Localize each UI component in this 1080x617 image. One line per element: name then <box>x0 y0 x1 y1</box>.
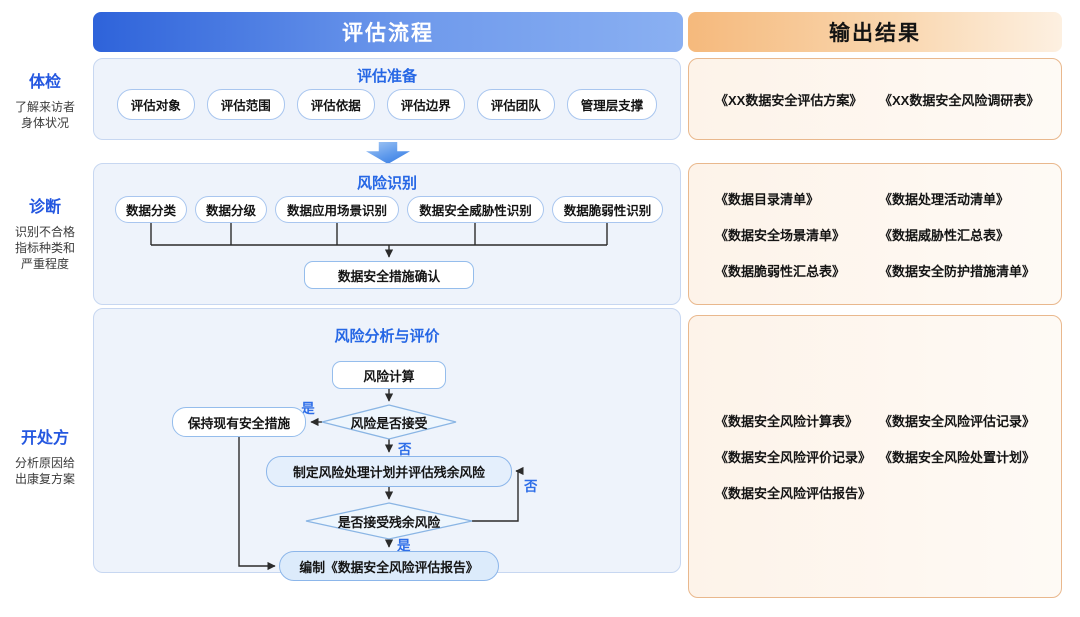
phase-desc: 了解来访者 身体状况 <box>0 99 90 131</box>
process-header-title: 评估流程 <box>342 22 434 45</box>
label-yes-1: 是 <box>301 401 315 416</box>
phase-desc-line: 严重程度 <box>20 257 69 272</box>
decision-diamond-accept-risk <box>321 404 457 440</box>
phase-desc-line: 出康复方案 <box>14 472 75 487</box>
pill-data-classification: 数据分类 <box>115 196 187 223</box>
output-doc: 《XX数据安全评估方案》 <box>715 92 863 108</box>
label-no-1: 否 <box>397 442 412 457</box>
section-title: 风险分析与评价 <box>334 328 440 345</box>
risk-treatment-plan-box: 制定风险处理计划并评估残余风险 <box>266 456 512 487</box>
phase-desc-line: 分析原因给 <box>14 456 75 470</box>
decision-accept-risk-label: 风险是否接受 <box>350 415 428 431</box>
output-doc: 《数据威胁性汇总表》 <box>879 227 1010 243</box>
label-yes-2: 是 <box>397 538 411 553</box>
pill-assess-object: 评估对象 <box>116 89 195 120</box>
output-doc: 《数据安全风险评价记录》 <box>715 450 872 465</box>
phase-desc-line: 了解来访者 <box>14 100 75 114</box>
pill-assess-boundary: 评估边界 <box>386 89 465 120</box>
output-box-stage2: 《数据目录清单》 《数据处理活动清单》 《数据安全场景清单》 《数据威胁性汇总表… <box>688 163 1062 305</box>
section-risk-identification: 风险识别 数据分类 数据分级 数据应用场景识别 数据安全威胁性识别 数据脆弱性识… <box>93 163 681 305</box>
pill-assess-team: 评估团队 <box>476 89 555 120</box>
phase-prescription: 开处方 分析原因给 出康复方案 <box>0 424 90 487</box>
output-doc: 《数据安全风险评估报告》 <box>715 486 872 501</box>
phase-desc-line: 身体状况 <box>20 116 69 131</box>
decision-diamond-accept-residual <box>305 502 473 540</box>
pill-vulnerability-identification: 数据脆弱性识别 <box>552 196 663 223</box>
process-header-banner: 评估流程 <box>93 12 683 52</box>
phase-title: 诊断 <box>28 199 61 216</box>
risk-calculation-box: 风险计算 <box>332 361 446 389</box>
pill-threat-identification: 数据安全威胁性识别 <box>407 196 544 223</box>
pill-data-grading: 数据分级 <box>195 196 267 223</box>
output-doc: 《数据安全风险处置计划》 <box>879 450 1036 465</box>
phase-diagnosis: 诊断 识别不合格 指标种类和 严重程度 <box>0 193 90 273</box>
phase-title: 开处方 <box>20 430 69 447</box>
output-doc: 《数据脆弱性汇总表》 <box>715 263 846 279</box>
pill-assess-scope: 评估范围 <box>206 89 285 120</box>
pill-assess-basis: 评估依据 <box>296 89 375 120</box>
analysis-connectors: 是 否 否 是 <box>238 389 538 571</box>
keep-measures-box: 保持现有安全措施 <box>172 407 306 437</box>
preparation-pills: 评估对象 评估范围 评估依据 评估边界 评估团队 管理层支撑 <box>94 89 680 120</box>
output-doc: 《数据安全场景清单》 <box>715 227 846 243</box>
identification-connectors <box>150 223 608 258</box>
output-doc: 《数据安全防护措施清单》 <box>879 263 1036 279</box>
phase-checkup: 体检 了解来访者 身体状况 <box>0 68 90 131</box>
compile-report-box: 编制《数据安全风险评估报告》 <box>279 551 499 581</box>
phase-desc-line: 识别不合格 <box>14 225 75 239</box>
down-arrow-icon <box>366 142 410 164</box>
output-doc: 《数据处理活动清单》 <box>879 191 1010 207</box>
section-preparation: 评估准备 评估对象 评估范围 评估依据 评估边界 评估团队 管理层支撑 <box>93 58 681 140</box>
pill-management-support: 管理层支撑 <box>566 89 658 120</box>
phase-desc: 分析原因给 出康复方案 <box>0 455 90 487</box>
section-title: 风险识别 <box>356 175 417 192</box>
output-doc: 《数据安全风险评估记录》 <box>879 414 1036 429</box>
section-risk-analysis: 是 否 否 是 风险分析与评价 风险计算 保持现有安全措施 风险是否接受 制定风… <box>93 308 681 581</box>
process-column: 评估流程 评估准备 评估对象 评估范围 评估依据 评估边界 评估团队 管理层支撑 <box>93 0 683 617</box>
phase-desc-line: 指标种类和 <box>14 241 75 256</box>
output-doc: 《XX数据安全风险调研表》 <box>879 92 1040 108</box>
output-box-stage3: 《数据安全风险计算表》 《数据安全风险评估记录》 《数据安全风险评价记录》 《数… <box>688 315 1062 598</box>
phase-title: 体检 <box>28 74 61 91</box>
output-column: 输出结果 《XX数据安全评估方案》 《XX数据安全风险调研表》 《数据目录清单》… <box>688 0 1062 617</box>
output-header-banner: 输出结果 <box>688 12 1062 52</box>
output-box-stage1: 《XX数据安全评估方案》 《XX数据安全风险调研表》 <box>688 58 1062 140</box>
section-title: 评估准备 <box>356 68 417 85</box>
output-doc: 《数据安全风险计算表》 <box>715 414 859 429</box>
phase-desc: 识别不合格 指标种类和 严重程度 <box>0 224 90 273</box>
decision-accept-residual-label: 是否接受残余风险 <box>337 514 441 530</box>
label-no-2: 否 <box>523 479 538 494</box>
confirm-measures-box: 数据安全措施确认 <box>304 261 474 289</box>
pill-scenario-identification: 数据应用场景识别 <box>275 196 399 223</box>
output-doc: 《数据目录清单》 <box>715 191 820 207</box>
output-header-title: 输出结果 <box>829 22 921 45</box>
